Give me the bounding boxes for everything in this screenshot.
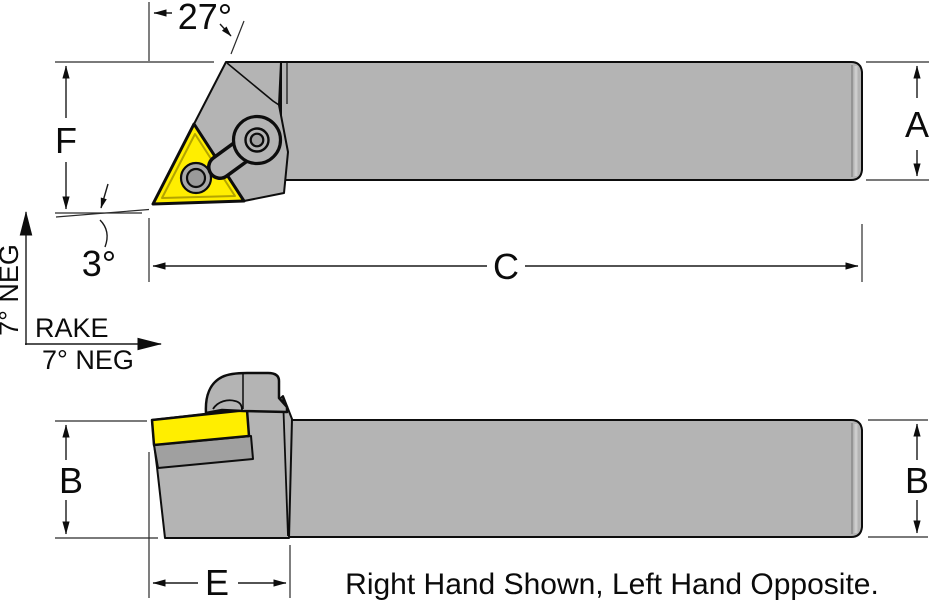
angle-3-label: 3°	[82, 243, 116, 284]
clamp-screw-hole	[249, 132, 265, 148]
dim-c-label: C	[493, 246, 519, 287]
head-chamfer-edge	[226, 62, 280, 106]
dim-f-label: F	[55, 120, 77, 161]
head-front-edge-side	[282, 396, 289, 537]
clamp-nose	[212, 399, 243, 411]
clamp-top	[207, 114, 283, 180]
dim-c: C	[148, 218, 863, 287]
angle-27-reference-line	[230, 20, 245, 55]
rake-label: RAKE	[35, 313, 109, 343]
dim-b-right: B	[868, 419, 929, 538]
dim-b-left-label: B	[59, 460, 83, 501]
rake-annotation: 7° NEG RAKE 7° NEG	[0, 211, 162, 375]
angle-27-label: 27°	[178, 0, 232, 37]
insert-side	[150, 408, 251, 447]
dim-a: A	[866, 61, 929, 181]
dim-f: F	[55, 61, 214, 210]
top-view: 27° F 3° A	[55, 0, 929, 287]
tool-shank-top	[280, 61, 863, 181]
dim-a-label: A	[905, 104, 929, 145]
tool-shank-side	[284, 419, 863, 538]
insert-hole-inner	[185, 167, 207, 189]
dim-e: E	[148, 452, 291, 603]
clamp-side	[204, 371, 289, 415]
angle-3-callout: 3°	[55, 183, 150, 284]
dim-b-left: B	[55, 420, 158, 539]
dim-e-label: E	[205, 562, 229, 603]
rake-horizontal-label: 7° NEG	[42, 345, 134, 375]
rake-vertical-label: 7° NEG	[0, 244, 24, 336]
dim-b-right-label: B	[905, 460, 929, 501]
angle-27-callout: 27°	[148, 0, 245, 61]
side-view: B B E	[55, 371, 929, 603]
hand-orientation-note: Right Hand Shown, Left Hand Opposite.	[345, 568, 879, 601]
